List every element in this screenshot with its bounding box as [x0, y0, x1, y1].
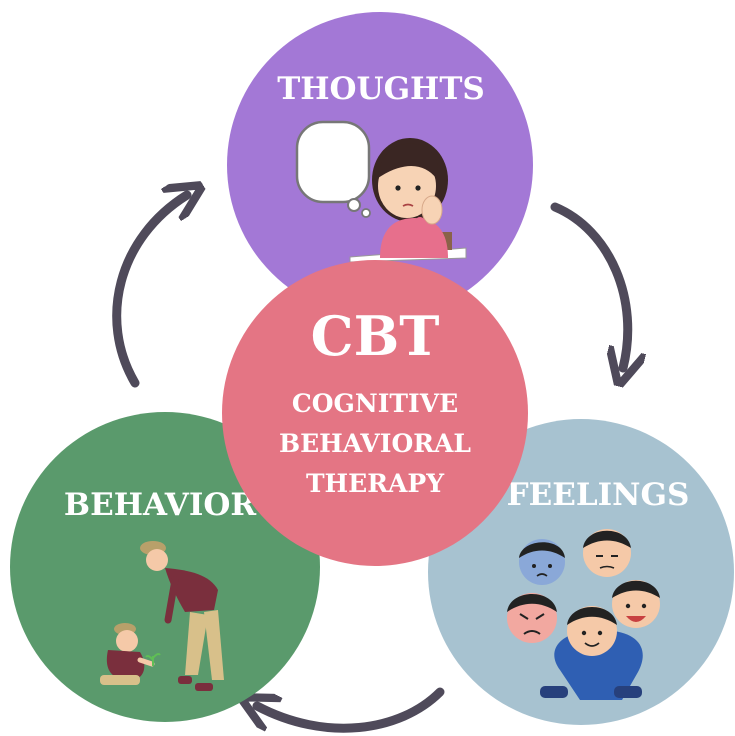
arrow-feelings-to-behavior-icon [257, 687, 445, 733]
behavior-label: BEHAVIOR [64, 487, 256, 523]
thoughts-node: THOUGHTS [227, 12, 533, 318]
gardeners-icon [100, 541, 224, 691]
center-subtitle-line-1: COGNITIVE [292, 389, 458, 418]
arrow-behavior-to-thoughts-icon [112, 195, 187, 388]
cycle-arrows [112, 195, 628, 733]
center-subtitle-line-2: BEHAVIORAL [279, 429, 471, 458]
thoughts-label: THOUGHTS [277, 71, 485, 107]
center-title: CBT [311, 304, 440, 368]
center-subtitle-line-3: THERAPY [306, 469, 445, 498]
center-node: CBT COGNITIVE BEHAVIORAL THERAPY [222, 260, 528, 566]
feelings-label: FEELINGS [507, 477, 690, 513]
emotional-faces-icon [507, 529, 660, 700]
feelings-circle [428, 419, 734, 725]
thinking-girl-icon [295, 120, 467, 263]
center-circle [222, 260, 528, 566]
feelings-node: FEELINGS [428, 419, 734, 725]
arrow-thoughts-to-feelings-icon [550, 202, 628, 368]
